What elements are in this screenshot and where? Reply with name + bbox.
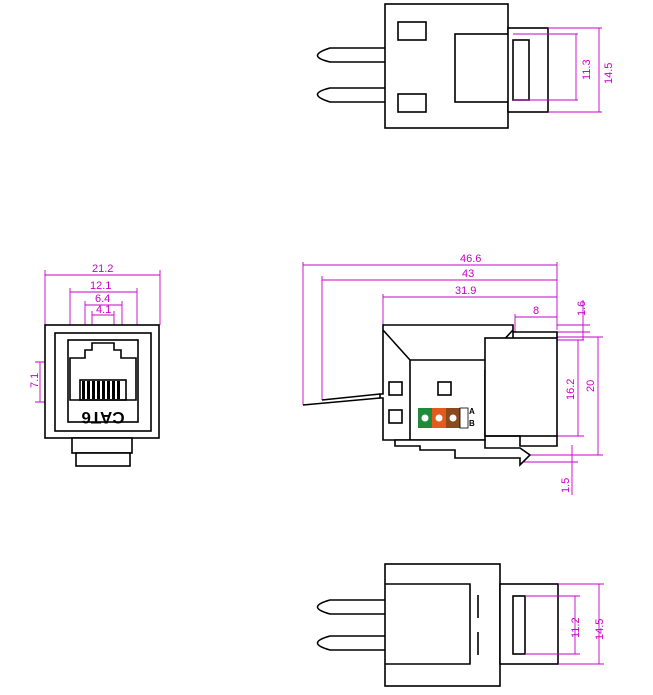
dim-43: 43 — [462, 268, 474, 280]
dim-12-1: 12.1 — [90, 280, 111, 292]
cat6-label: CAT6 — [81, 408, 124, 427]
dim-7-1: 7.1 — [29, 373, 41, 388]
dim-20: 20 — [585, 380, 597, 392]
dim-4-1: 4.1 — [96, 304, 111, 316]
bottom-view: 11.2 14.5 — [316, 563, 606, 687]
dim-11-3: 11.3 — [581, 59, 593, 80]
dim-11-2: 11.2 — [570, 617, 582, 638]
label-b: B — [469, 419, 475, 428]
dim-6-4: 6.4 — [95, 293, 110, 305]
dim-21-2: 21.2 — [92, 263, 113, 275]
dim-1-5: 1.5 — [560, 478, 572, 493]
contact-pins — [82, 381, 120, 399]
dim-8: 8 — [533, 305, 539, 317]
dim-14-5-top: 14.5 — [603, 63, 615, 84]
side-view: 46.6 43 31.9 8 1.6 16.2 20 1.5 — [302, 253, 603, 495]
dim-31-9: 31.9 — [455, 285, 476, 297]
dim-14-5-bottom: 14.5 — [594, 619, 606, 640]
dim-46-6: 46.6 — [460, 253, 481, 265]
top-view: 11.3 14.5 — [316, 3, 615, 129]
dim-16-2: 16.2 — [565, 379, 577, 400]
dim-1-6: 1.6 — [576, 301, 588, 316]
front-view: 21.2 12.1 6.4 4.1 7.1 CAT6 — [29, 263, 161, 467]
label-a: A — [469, 407, 475, 416]
wiring-color-label — [418, 407, 469, 429]
